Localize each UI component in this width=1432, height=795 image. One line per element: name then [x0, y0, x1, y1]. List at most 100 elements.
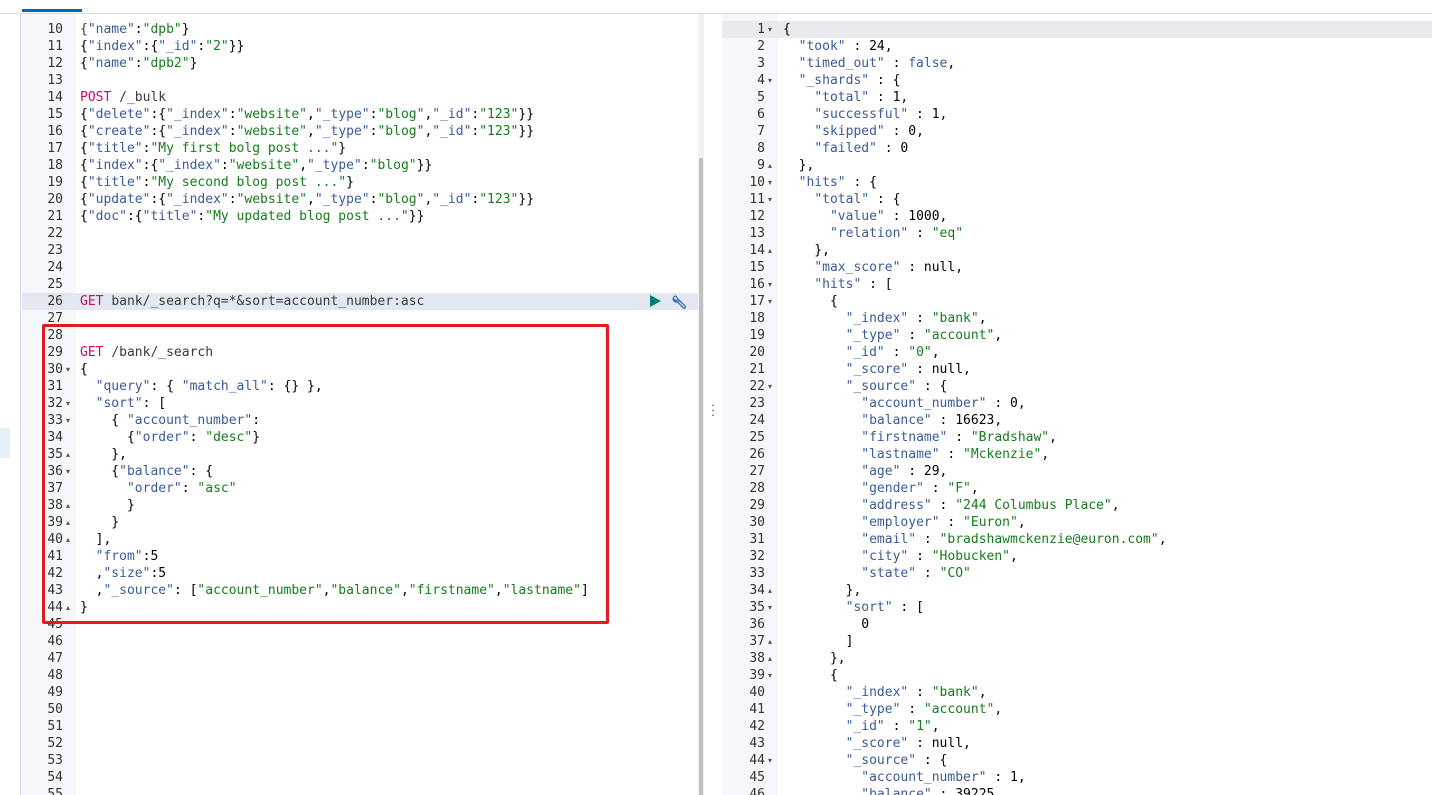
response-line[interactable]: 45 "account_number" : 1,	[722, 769, 1432, 786]
fold-expand-icon[interactable]: ▴	[768, 586, 773, 595]
response-line[interactable]: 21 "_score" : null,	[722, 361, 1432, 378]
code-text[interactable]: "city" : "Hobucken",	[861, 549, 1018, 564]
request-code-lines[interactable]: 10{"name":"dpb"}11{"index":{"_id":"2"}}1…	[22, 21, 698, 795]
code-text[interactable]: "age" : 29,	[861, 464, 948, 479]
code-text[interactable]: ],	[80, 532, 112, 547]
response-line[interactable]: 25 "firstname" : "Bradshaw",	[722, 429, 1432, 446]
code-text[interactable]: "_source" : {	[845, 753, 948, 768]
request-line[interactable]: 15{"delete":{"_index":"website","_type":…	[22, 106, 698, 123]
request-line[interactable]: 25	[22, 276, 698, 293]
request-line[interactable]: 51	[22, 718, 698, 735]
code-text[interactable]: "max_score" : null,	[814, 260, 964, 275]
code-text[interactable]: "firstname" : "Bradshaw",	[861, 430, 1057, 445]
code-text[interactable]: "balance" : 39225,	[861, 787, 1003, 795]
pane-resizer[interactable]: ···	[704, 14, 722, 795]
request-line[interactable]: 41 "from":5	[22, 548, 698, 565]
code-text[interactable]: "_id" : "0",	[845, 345, 940, 360]
response-line[interactable]: 31 "email" : "bradshawmckenzie@euron.com…	[722, 531, 1432, 548]
fold-collapse-icon[interactable]: ▾	[768, 195, 773, 204]
code-text[interactable]: "relation" : "eq"	[829, 226, 964, 241]
response-line[interactable]: 42 "_id" : "1",	[722, 718, 1432, 735]
response-line[interactable]: 15 "max_score" : null,	[722, 259, 1432, 276]
response-line[interactable]: 46 "balance" : 39225,	[722, 786, 1432, 795]
response-line[interactable]: 10▾ "hits" : {	[722, 174, 1432, 191]
response-line[interactable]: 35▾ "sort" : [	[722, 599, 1432, 616]
wrench-icon[interactable]	[672, 294, 688, 310]
request-line[interactable]: 53	[22, 752, 698, 769]
response-line[interactable]: 37▴ ]	[722, 633, 1432, 650]
code-text[interactable]: "_score" : null,	[845, 736, 971, 751]
code-text[interactable]: {"update":{"_index":"website","_type":"b…	[80, 192, 535, 207]
request-line[interactable]: 35▴ },	[22, 446, 698, 463]
response-line[interactable]: 6 "successful" : 1,	[722, 106, 1432, 123]
request-line[interactable]: 18{"index":{"_index":"website","_type":"…	[22, 157, 698, 174]
code-text[interactable]: {"create":{"_index":"website","_type":"b…	[80, 124, 535, 139]
request-line[interactable]: 23	[22, 242, 698, 259]
request-line[interactable]: 44▴}	[22, 599, 698, 616]
code-text[interactable]: "state" : "CO"	[861, 566, 971, 581]
fold-expand-icon[interactable]: ▴	[768, 637, 773, 646]
response-line[interactable]: 28 "gender" : "F",	[722, 480, 1432, 497]
fold-expand-icon[interactable]: ▴	[66, 535, 71, 544]
request-line[interactable]: 36▾ {"balance": {	[22, 463, 698, 480]
response-line[interactable]: 38▴ },	[722, 650, 1432, 667]
code-text[interactable]: ,"size":5	[80, 566, 167, 581]
request-line[interactable]: 37 "order": "asc"	[22, 480, 698, 497]
fold-expand-icon[interactable]: ▴	[768, 654, 773, 663]
code-text[interactable]: "_type" : "account",	[845, 702, 1003, 717]
code-text[interactable]: "_shards" : {	[798, 73, 901, 88]
request-editor[interactable]: 10{"name":"dpb"}11{"index":{"_id":"2"}}1…	[22, 14, 698, 795]
request-line[interactable]: 49	[22, 684, 698, 701]
request-line[interactable]: 10{"name":"dpb"}	[22, 21, 698, 38]
response-line[interactable]: 4▾ "_shards" : {	[722, 72, 1432, 89]
code-text[interactable]: "total" : {	[814, 192, 901, 207]
response-line[interactable]: 34▴ },	[722, 582, 1432, 599]
response-line[interactable]: 9▴ },	[722, 157, 1432, 174]
request-line[interactable]: 21{"doc":{"title":"My updated blog post …	[22, 208, 698, 225]
request-line[interactable]: 32▾ "sort": [	[22, 395, 698, 412]
response-line[interactable]: 30 "employer" : "Euron",	[722, 514, 1432, 531]
request-line[interactable]: 28	[22, 327, 698, 344]
code-text[interactable]: },	[783, 243, 830, 258]
code-text[interactable]: {"title":"My first bolg post ..."}	[80, 141, 347, 156]
code-text[interactable]: "sort": [	[95, 396, 167, 411]
code-text[interactable]: "skipped" : 0,	[814, 124, 924, 139]
code-text[interactable]: {	[783, 22, 791, 37]
fold-expand-icon[interactable]: ▴	[66, 501, 71, 510]
code-text[interactable]: "_index" : "bank",	[845, 311, 987, 326]
response-code-lines[interactable]: 1▾{2 "took" : 24,3 "timed_out" : false,4…	[722, 21, 1432, 795]
code-text[interactable]: "employer" : "Euron",	[861, 515, 1026, 530]
code-text[interactable]: "_type" : "account",	[845, 328, 1003, 343]
code-text[interactable]: {	[783, 668, 838, 683]
code-text[interactable]: "query": { "match_all": {} },	[95, 379, 323, 394]
request-line[interactable]: 27	[22, 310, 698, 327]
response-line[interactable]: 23 "account_number" : 0,	[722, 395, 1432, 412]
response-line[interactable]: 26 "lastname" : "Mckenzie",	[722, 446, 1432, 463]
code-text[interactable]: "email" : "bradshawmckenzie@euron.com",	[861, 532, 1167, 547]
fold-collapse-icon[interactable]: ▾	[768, 756, 773, 765]
code-text[interactable]: "value" : 1000,	[829, 209, 948, 224]
fold-collapse-icon[interactable]: ▾	[768, 178, 773, 187]
request-line[interactable]: 45	[22, 616, 698, 633]
response-line[interactable]: 14▴ },	[722, 242, 1432, 259]
code-text[interactable]: "hits" : {	[798, 175, 877, 190]
code-text[interactable]: "from":5	[95, 549, 159, 564]
request-line[interactable]: 43 ,"_source": ["account_number","balanc…	[22, 582, 698, 599]
response-line[interactable]: 44▾ "_source" : {	[722, 752, 1432, 769]
code-text[interactable]: }	[80, 498, 135, 513]
response-line[interactable]: 12 "value" : 1000,	[722, 208, 1432, 225]
fold-collapse-icon[interactable]: ▾	[66, 467, 71, 476]
response-line[interactable]: 11▾ "total" : {	[722, 191, 1432, 208]
code-text[interactable]: {"doc":{"title":"My updated blog post ..…	[80, 209, 425, 224]
code-text[interactable]: "account_number" : 1,	[861, 770, 1026, 785]
fold-collapse-icon[interactable]: ▾	[768, 382, 773, 391]
request-line[interactable]: 38▴ }	[22, 497, 698, 514]
code-text[interactable]: {"balance": {	[80, 464, 214, 479]
response-line[interactable]: 7 "skipped" : 0,	[722, 123, 1432, 140]
response-line[interactable]: 27 "age" : 29,	[722, 463, 1432, 480]
code-text[interactable]: "account_number" : 0,	[861, 396, 1026, 411]
response-line[interactable]: 1▾{	[722, 21, 1432, 38]
code-text[interactable]: {	[783, 294, 838, 309]
